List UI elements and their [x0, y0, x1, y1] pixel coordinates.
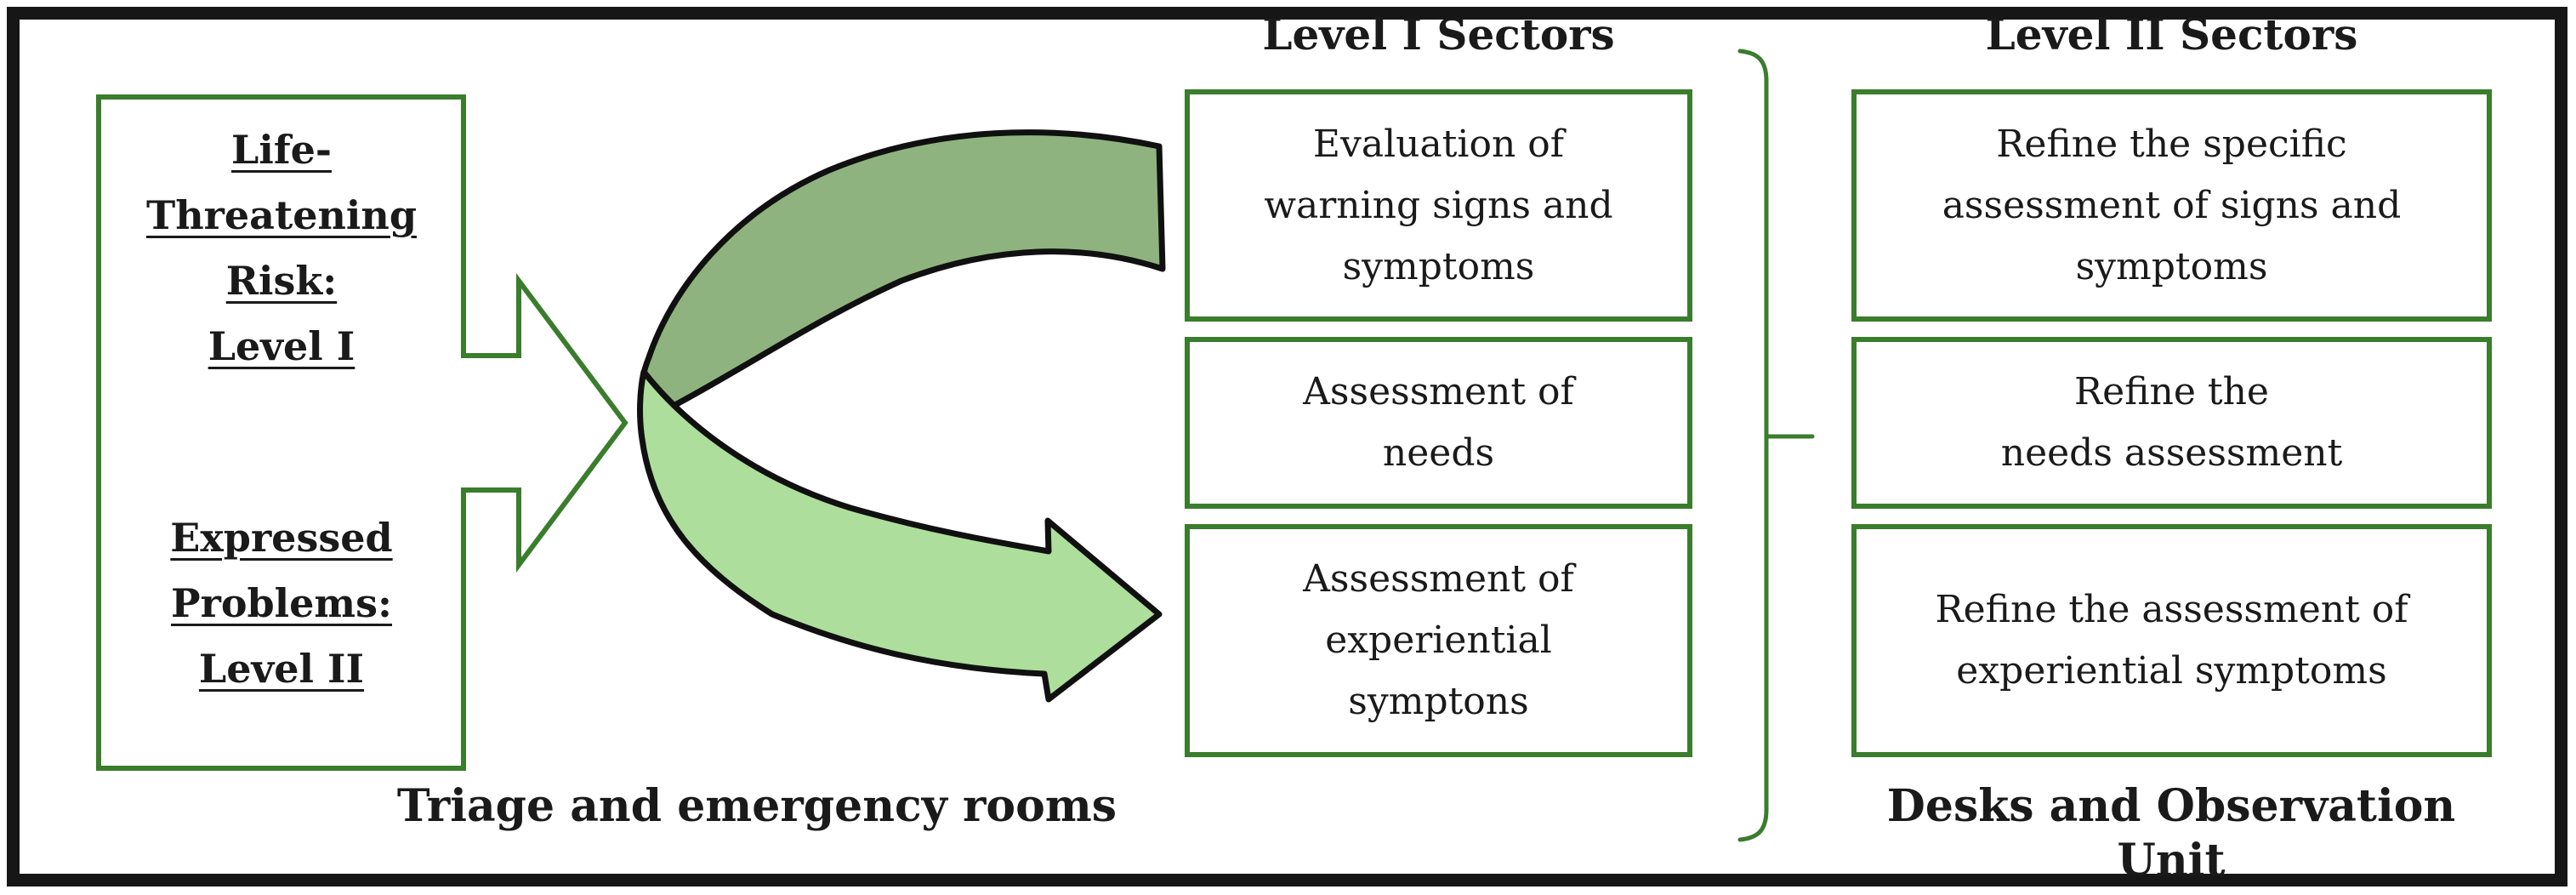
level2-box-refine-needs: Refine the needs assessment [1851, 337, 2492, 509]
level1-box-warning-signs: Evaluation of warning signs and symptoms [1185, 89, 1692, 322]
block-arrow-icon [96, 94, 628, 771]
level1-box-experiential-text: Assessment of experiential symptons [1303, 557, 1574, 723]
level1-header: Level I Sectors [1262, 9, 1615, 60]
grouping-brace-icon [1737, 48, 1815, 842]
risk-level1-label: Life- Threatening Risk: Level I [145, 127, 418, 369]
level2-header: Level II Sectors [1985, 9, 2358, 60]
level1-box-needs-text: Assessment of needs [1303, 370, 1574, 475]
level2-box-refine-experiential: Refine the assessment of experiential sy… [1851, 524, 2492, 757]
level1-box-needs: Assessment of needs [1185, 337, 1692, 509]
desks-footer-label: Desks and Observation Unit [1886, 780, 2456, 886]
level2-box-refine-signs: Refine the specific assessment of signs … [1851, 89, 2492, 322]
problems-level2-label: Expressed Problems: Level II [170, 515, 393, 692]
triage-footer-label: Triage and emergency rooms [396, 780, 1117, 832]
level2-box-refine-signs-text: Refine the specific assessment of signs … [1942, 122, 2402, 288]
cycle-arrow-top-band-icon [639, 129, 1166, 410]
level1-box-experiential: Assessment of experiential symptons [1185, 524, 1692, 757]
level1-box-warning-signs-text: Evaluation of warning signs and symptoms [1264, 122, 1613, 288]
level2-box-refine-experiential-text: Refine the assessment of experiential sy… [1935, 588, 2408, 693]
cycle-arrow-bottom-band-icon [637, 368, 1163, 703]
level2-box-refine-needs-text: Refine the needs assessment [2000, 370, 2343, 475]
